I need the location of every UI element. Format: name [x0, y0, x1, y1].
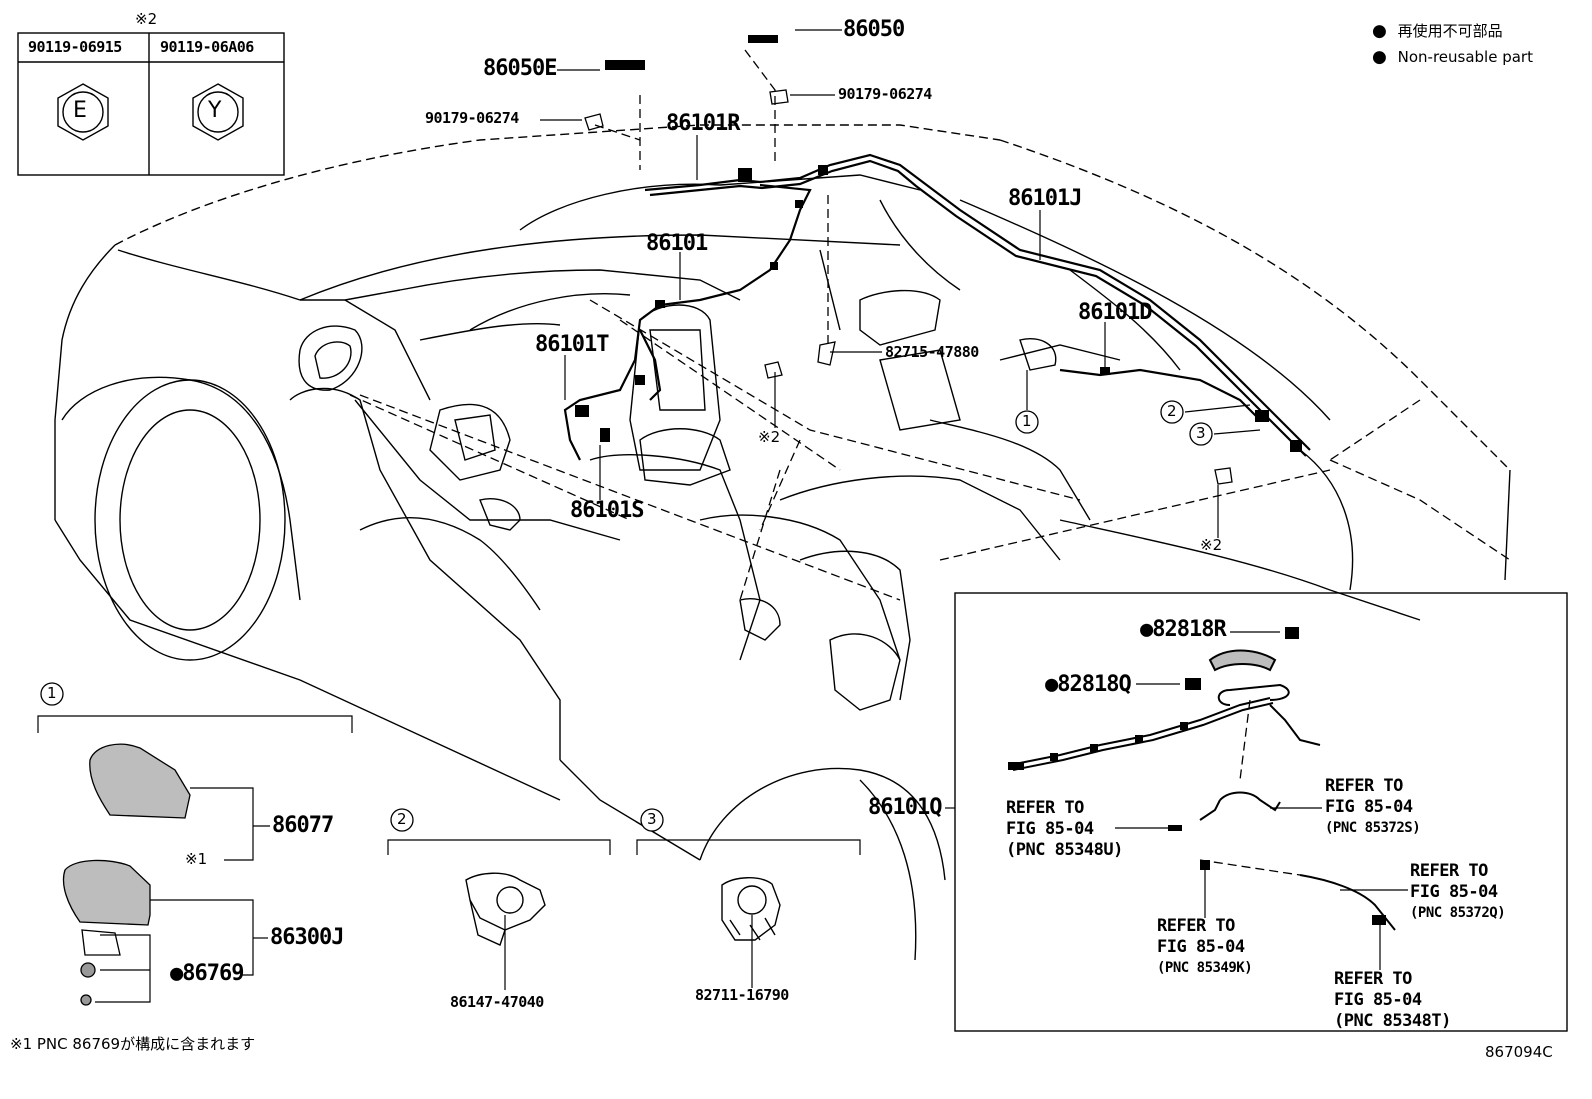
note-1: ※1 [185, 850, 208, 868]
part-86050[interactable]: 86050 [843, 17, 905, 42]
non-reusable-bullet-icon: ● [1140, 617, 1153, 642]
callout-2-group: 2 [397, 810, 407, 828]
note-2-right: ※2 [1200, 536, 1223, 554]
refer-line1: REFER TO [1006, 798, 1084, 818]
refer-line3: (PNC 85349K) [1157, 960, 1253, 976]
refer-line1: REFER TO [1410, 861, 1488, 881]
callout-1-group: 1 [47, 684, 57, 702]
part-82818R-label: 82818R [1152, 617, 1226, 642]
refer-85372S[interactable]: REFER TO FIG 85-04 (PNC 85372S) [1325, 776, 1421, 839]
refer-line2: FIG 85-04 [1410, 882, 1498, 902]
note-2-mid: ※2 [758, 428, 781, 446]
legend-bullet-icon: ● [1372, 47, 1387, 67]
refer-line1: REFER TO [1157, 916, 1235, 936]
part-86101D[interactable]: 86101D [1078, 300, 1152, 325]
refer-line3: (PNC 85348T) [1334, 1011, 1451, 1031]
refer-line1: REFER TO [1334, 969, 1412, 989]
part-82711-16790[interactable]: 82711-16790 [695, 986, 789, 1004]
refer-line2: FIG 85-04 [1006, 819, 1094, 839]
legend-jp: ● 再使用不可部品 [1372, 23, 1503, 40]
refer-line1: REFER TO [1325, 776, 1403, 796]
callout-3-main: 3 [1196, 424, 1206, 442]
legend-jp-text: 再使用不可部品 [1397, 22, 1503, 40]
callout-1-main: 1 [1022, 412, 1032, 430]
figure-id: 867094C [1485, 1043, 1553, 1061]
refer-line3: (PNC 85348U) [1006, 840, 1123, 860]
part-86101R[interactable]: 86101R [666, 111, 740, 136]
non-reusable-bullet-icon: ● [170, 961, 183, 986]
legend-en: ● Non-reusable part [1372, 49, 1533, 66]
refer-line3: (PNC 85372Q) [1410, 905, 1506, 921]
part-86300J[interactable]: 86300J [270, 925, 344, 950]
part-90179-right[interactable]: 90179-06274 [838, 85, 932, 103]
non-reusable-bullet-icon: ● [1045, 672, 1058, 697]
part-82818Q-label: 82818Q [1057, 672, 1131, 697]
refer-line2: FIG 85-04 [1157, 937, 1245, 957]
part-86101Q[interactable]: 86101Q [868, 795, 942, 820]
refer-85348U[interactable]: REFER TO FIG 85-04 (PNC 85348U) [1006, 798, 1123, 861]
refer-line3: (PNC 85372S) [1325, 820, 1421, 836]
part-90179-left[interactable]: 90179-06274 [425, 109, 519, 127]
table-header-mark: ※2 [135, 10, 158, 28]
table-col2-part: 90119-06A06 [160, 38, 254, 56]
refer-line2: FIG 85-04 [1334, 990, 1422, 1010]
hex-nut-e-letter: E [73, 98, 87, 123]
footnote: ※1 PNC 86769が構成に含まれます [10, 1035, 256, 1053]
part-86101T[interactable]: 86101T [535, 332, 609, 357]
part-86769-label: 86769 [182, 961, 244, 986]
part-86147-47040[interactable]: 86147-47040 [450, 993, 544, 1011]
refer-line2: FIG 85-04 [1325, 797, 1413, 817]
callout-3-group: 3 [647, 810, 657, 828]
refer-85372Q[interactable]: REFER TO FIG 85-04 (PNC 85372Q) [1410, 861, 1506, 924]
part-82715-47880[interactable]: 82715-47880 [885, 343, 979, 361]
table-col1-part: 90119-06915 [28, 38, 122, 56]
part-86077[interactable]: 86077 [272, 813, 334, 838]
part-82818Q[interactable]: ●82818Q [1045, 672, 1132, 697]
part-86101J[interactable]: 86101J [1008, 186, 1082, 211]
part-86769[interactable]: ●86769 [170, 961, 244, 986]
part-86101[interactable]: 86101 [646, 231, 708, 256]
part-82818R[interactable]: ●82818R [1140, 617, 1227, 642]
legend-en-text: Non-reusable part [1397, 48, 1533, 66]
refer-85348T[interactable]: REFER TO FIG 85-04 (PNC 85348T) [1334, 969, 1451, 1032]
legend-bullet-icon: ● [1372, 21, 1387, 41]
refer-85349K[interactable]: REFER TO FIG 85-04 (PNC 85349K) [1157, 916, 1253, 979]
part-86050E[interactable]: 86050E [483, 56, 557, 81]
hex-nut-y-letter: Y [208, 98, 222, 123]
callout-2-main: 2 [1167, 402, 1177, 420]
part-86101S[interactable]: 86101S [570, 498, 644, 523]
